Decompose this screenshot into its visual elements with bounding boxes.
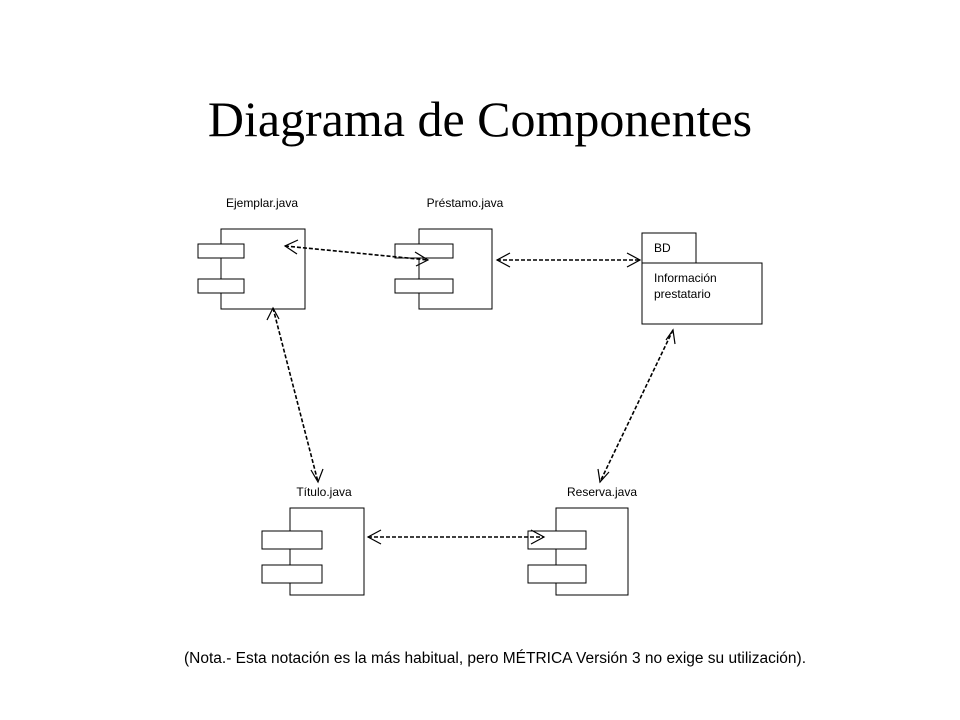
arrowhead <box>366 529 382 545</box>
footnote: (Nota.- Esta notación es la más habitual… <box>183 650 807 667</box>
package-body <box>641 262 763 325</box>
package-text-line-2: prestatario <box>654 287 711 301</box>
arrowhead <box>414 251 430 267</box>
component-titulo: Título.java <box>261 485 365 596</box>
component-prestamo: Préstamo.java <box>394 196 504 310</box>
component-label-prestamo: Préstamo.java <box>427 196 504 210</box>
arrowhead <box>283 239 299 255</box>
component-ejemplar: Ejemplar.java <box>197 196 306 310</box>
component-port <box>197 278 245 294</box>
package-text-line-1: Información <box>654 271 717 285</box>
package-tab-label: BD <box>654 241 671 255</box>
arrowhead <box>266 306 280 321</box>
component-port <box>261 564 323 584</box>
package-tab <box>641 232 697 264</box>
component-body <box>418 228 493 310</box>
arrowhead <box>495 252 511 268</box>
arrowhead <box>530 529 546 545</box>
component-label-reserva: Reserva.java <box>567 485 637 499</box>
component-port <box>261 530 323 550</box>
component-port <box>394 243 454 259</box>
arrowhead <box>310 468 324 484</box>
dependency-ejemplar-titulo <box>272 307 319 483</box>
arrowhead <box>597 468 610 484</box>
dependency-bd-reserva <box>599 329 674 483</box>
component-label-ejemplar: Ejemplar.java <box>226 196 298 210</box>
arrowhead <box>665 328 676 345</box>
component-port <box>197 243 245 259</box>
package-bd: BD Información prestatario <box>641 232 763 325</box>
component-port <box>527 530 587 550</box>
page-title: Diagrama de Componentes <box>207 91 753 147</box>
component-port <box>394 278 454 294</box>
component-body <box>220 228 306 310</box>
component-label-titulo: Título.java <box>296 485 352 499</box>
component-reserva: Reserva.java <box>527 485 637 596</box>
arrowhead <box>626 252 642 268</box>
component-port <box>527 564 587 584</box>
